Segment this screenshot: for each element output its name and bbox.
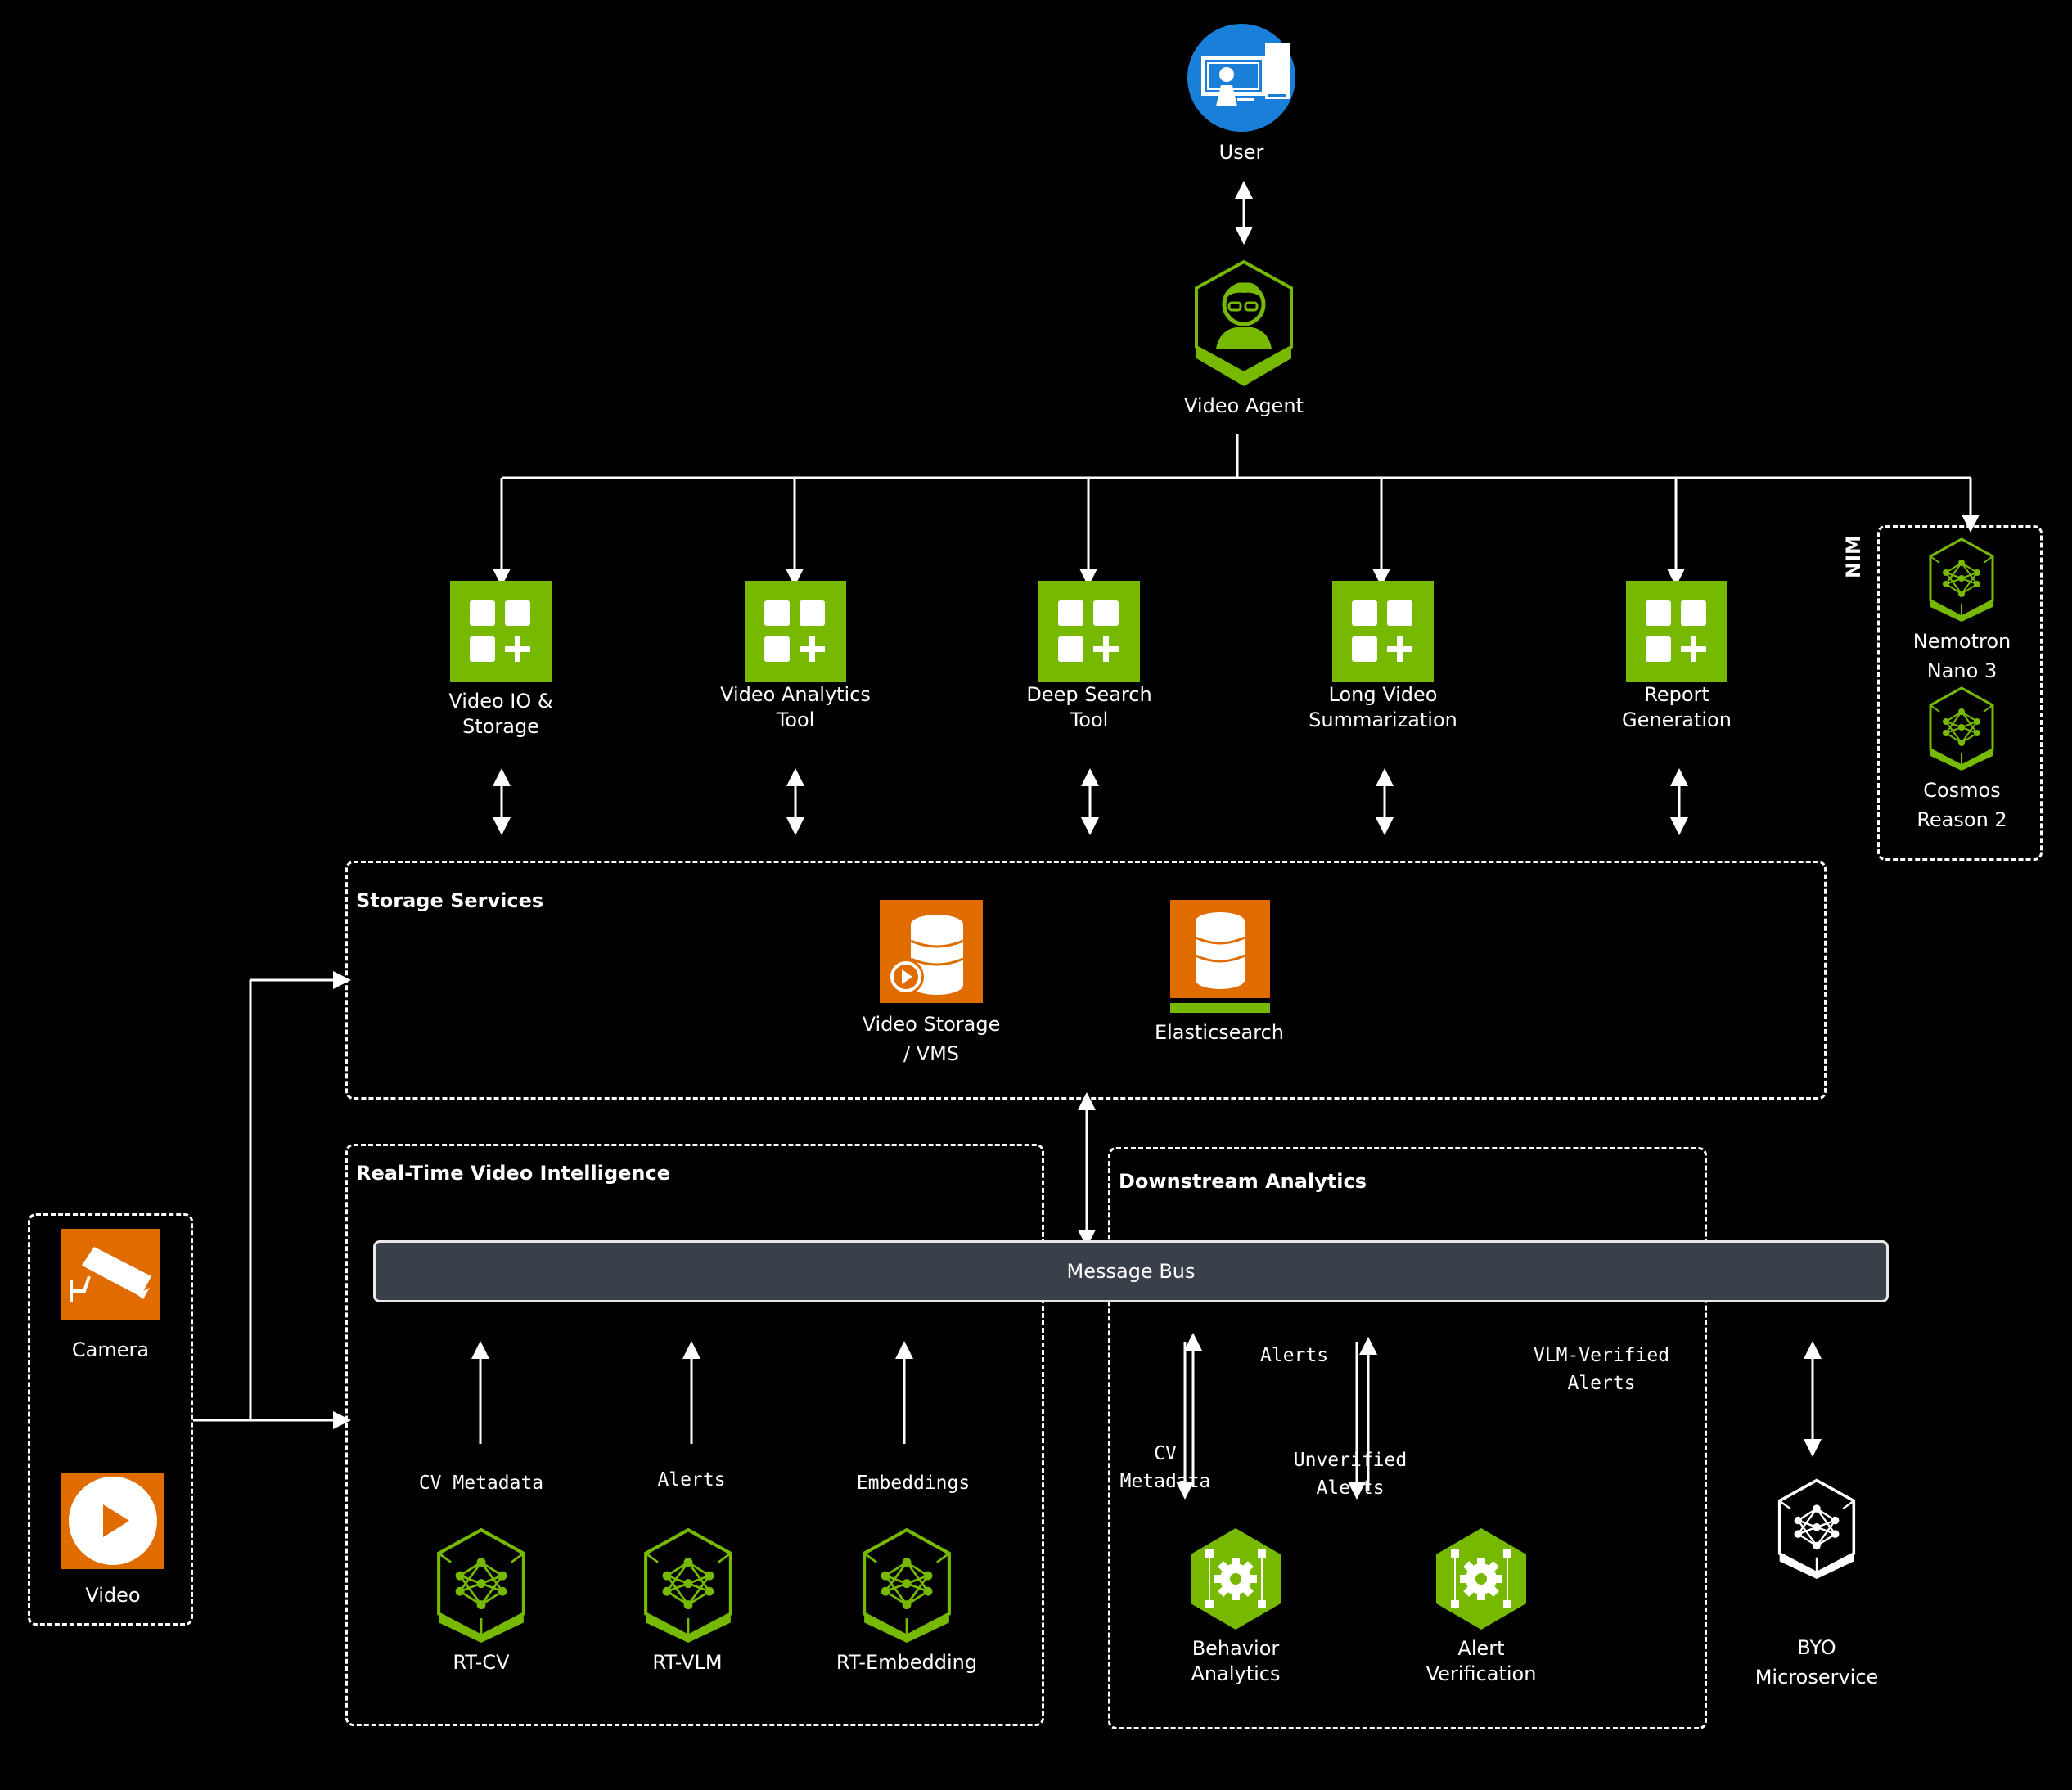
app-grid-plus-icon: [1038, 581, 1140, 682]
elasticsearch-label: Elasticsearch: [1154, 1021, 1285, 1044]
tool-4[interactable]: [1332, 581, 1434, 682]
ds-flow-alerts: Alerts: [1260, 1345, 1329, 1366]
rtvi-title: Real-Time Video Intelligence: [356, 1162, 671, 1185]
camera-node[interactable]: [61, 1229, 160, 1320]
rt-vlm-node[interactable]: [642, 1527, 734, 1643]
storage-services-group: [345, 861, 1827, 1100]
tool-3-label: Deep Search Tool: [1026, 683, 1152, 731]
downstream-group: [1108, 1147, 1707, 1729]
gear-hexagon-icon: [1436, 1528, 1526, 1630]
database-play-icon: [880, 900, 983, 1003]
app-grid-plus-icon: [1332, 581, 1434, 682]
tool-1-label: Video IO & Storage: [448, 690, 553, 738]
behavior-analytics-node[interactable]: [1189, 1527, 1282, 1631]
tool-5-label: Report Generation: [1622, 683, 1732, 731]
message-bus[interactable]: Message Bus: [373, 1240, 1889, 1302]
alert-verification-label: Alert Verification: [1426, 1637, 1537, 1685]
rtvi-group: [345, 1144, 1044, 1726]
elasticsearch-node[interactable]: [1170, 900, 1270, 1014]
rt-embedding-label: RT-Embedding: [836, 1651, 978, 1674]
video-agent-label: Video Agent: [1184, 394, 1304, 417]
user-workstation-icon: [1187, 24, 1295, 132]
video-storage-node[interactable]: [880, 900, 983, 1003]
tool-4-label: Long Video Summarization: [1309, 683, 1457, 731]
video-source-label: Video: [85, 1584, 141, 1607]
behavior-analytics-label: Behavior Analytics: [1191, 1637, 1281, 1685]
rt-embedding-node[interactable]: [861, 1527, 953, 1643]
app-grid-plus-icon: [1626, 581, 1727, 682]
ds-flow-unverified: Unverified Alerts: [1293, 1450, 1408, 1499]
tool-2-label: Video Analytics Tool: [720, 683, 871, 731]
app-grid-plus-icon: [450, 581, 552, 682]
nim-hexagon-icon: [863, 1527, 951, 1643]
nim-hexagon-icon: [1929, 537, 1994, 622]
nim-hexagon-icon: [437, 1527, 525, 1643]
sources-group: [28, 1213, 193, 1626]
nim-model-cosmos-label: Cosmos Reason 2: [1917, 779, 2007, 831]
rtvi-flow-embeddings: Embeddings: [856, 1473, 971, 1494]
rt-cv-label: RT-CV: [453, 1651, 510, 1674]
tool-1[interactable]: [450, 581, 552, 682]
video-storage-label: Video Storage / VMS: [862, 1013, 1001, 1065]
video-agent-node[interactable]: [1191, 259, 1296, 389]
rtvi-flow-cv-metadata: CV Metadata: [418, 1473, 544, 1494]
byo-hexagon-icon: [1777, 1478, 1856, 1579]
rt-vlm-label: RT-VLM: [652, 1651, 723, 1674]
camera-label: Camera: [71, 1338, 150, 1361]
app-grid-plus-icon: [745, 581, 846, 682]
ds-flow-cv-metadata: CV Metadata: [1119, 1443, 1211, 1492]
byo-microservice-node[interactable]: [1769, 1477, 1864, 1579]
downstream-title: Downstream Analytics: [1119, 1170, 1367, 1193]
video-source-node[interactable]: [61, 1473, 164, 1569]
ds-flow-vlm-verified: VLM-Verified Alerts: [1533, 1345, 1670, 1394]
storage-services-title: Storage Services: [356, 889, 544, 912]
nim-model-nemotron-label: Nemotron Nano 3: [1912, 630, 2011, 682]
security-camera-icon: [61, 1229, 160, 1320]
message-bus-label: Message Bus: [1066, 1260, 1196, 1283]
nim-label: NIM: [1842, 535, 1865, 578]
gear-hexagon-icon: [1191, 1528, 1281, 1630]
nim-group: [1877, 525, 2043, 861]
tool-2[interactable]: [745, 581, 846, 682]
nim-hexagon-icon: [644, 1527, 732, 1643]
tool-3[interactable]: [1038, 581, 1140, 682]
nim-hexagon-icon: [1929, 686, 1994, 771]
play-circle-icon: [61, 1473, 164, 1569]
tool-5[interactable]: [1626, 581, 1727, 682]
alert-verification-node[interactable]: [1435, 1527, 1528, 1631]
user-node[interactable]: [1187, 23, 1296, 133]
rtvi-flow-alerts: Alerts: [657, 1469, 726, 1491]
database-icon: [1170, 900, 1270, 1013]
agent-person-icon: [1195, 259, 1293, 386]
nim-model-nemotron[interactable]: [1928, 537, 1995, 622]
rt-cv-node[interactable]: [435, 1527, 527, 1643]
user-label: User: [1218, 141, 1264, 164]
nim-model-cosmos[interactable]: [1928, 686, 1995, 771]
byo-microservice-label: BYO Microservice: [1754, 1636, 1879, 1689]
